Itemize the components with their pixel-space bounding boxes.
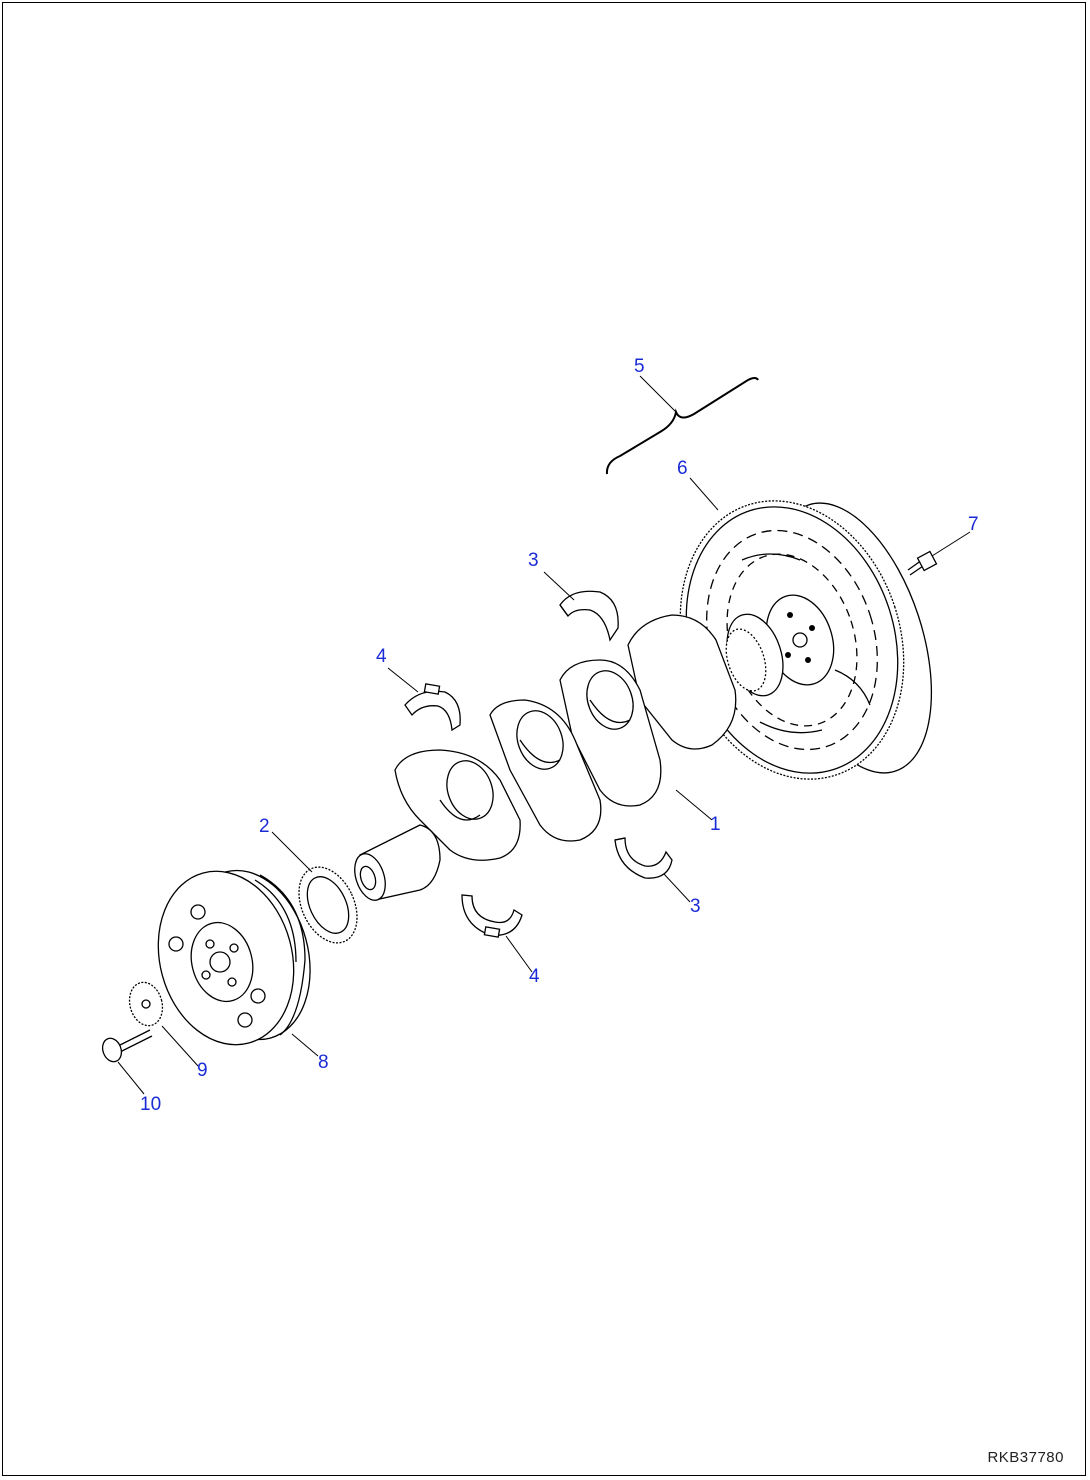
callout-3-upper: 3	[528, 550, 539, 571]
callout-4-upper: 4	[376, 646, 387, 667]
part-6-flywheel	[679, 500, 933, 780]
part-4-lower-thrust-bearing	[461, 894, 523, 938]
part-2-gear	[298, 866, 358, 944]
leader-lines	[117, 375, 971, 1095]
drawing-code: RKB37780	[987, 1449, 1064, 1466]
callout-1: 1	[710, 814, 721, 835]
part-4-upper-thrust-bearing	[404, 683, 461, 732]
part-7-bolt	[907, 550, 938, 576]
part-3-lower-bearing-shell	[614, 837, 673, 879]
callout-2: 2	[259, 816, 270, 837]
callout-10: 10	[140, 1094, 161, 1115]
part-10-bolt	[101, 1029, 153, 1063]
part-8-crank-pulley	[157, 869, 311, 1046]
callout-6: 6	[677, 458, 688, 479]
callout-7: 7	[968, 514, 979, 535]
callout-8: 8	[318, 1052, 329, 1073]
part-1-crankshaft	[354, 613, 784, 901]
callout-4-lower: 4	[529, 966, 540, 987]
part-9-plate	[128, 981, 164, 1027]
callout-3-lower: 3	[690, 896, 701, 917]
part-3-upper-bearing-shell	[559, 590, 619, 642]
callout-labels: 5 6 7 3 4 1 2 3 4 8 9 10	[140, 356, 979, 1115]
callout-9: 9	[197, 1060, 208, 1081]
callout-5: 5	[634, 356, 645, 377]
